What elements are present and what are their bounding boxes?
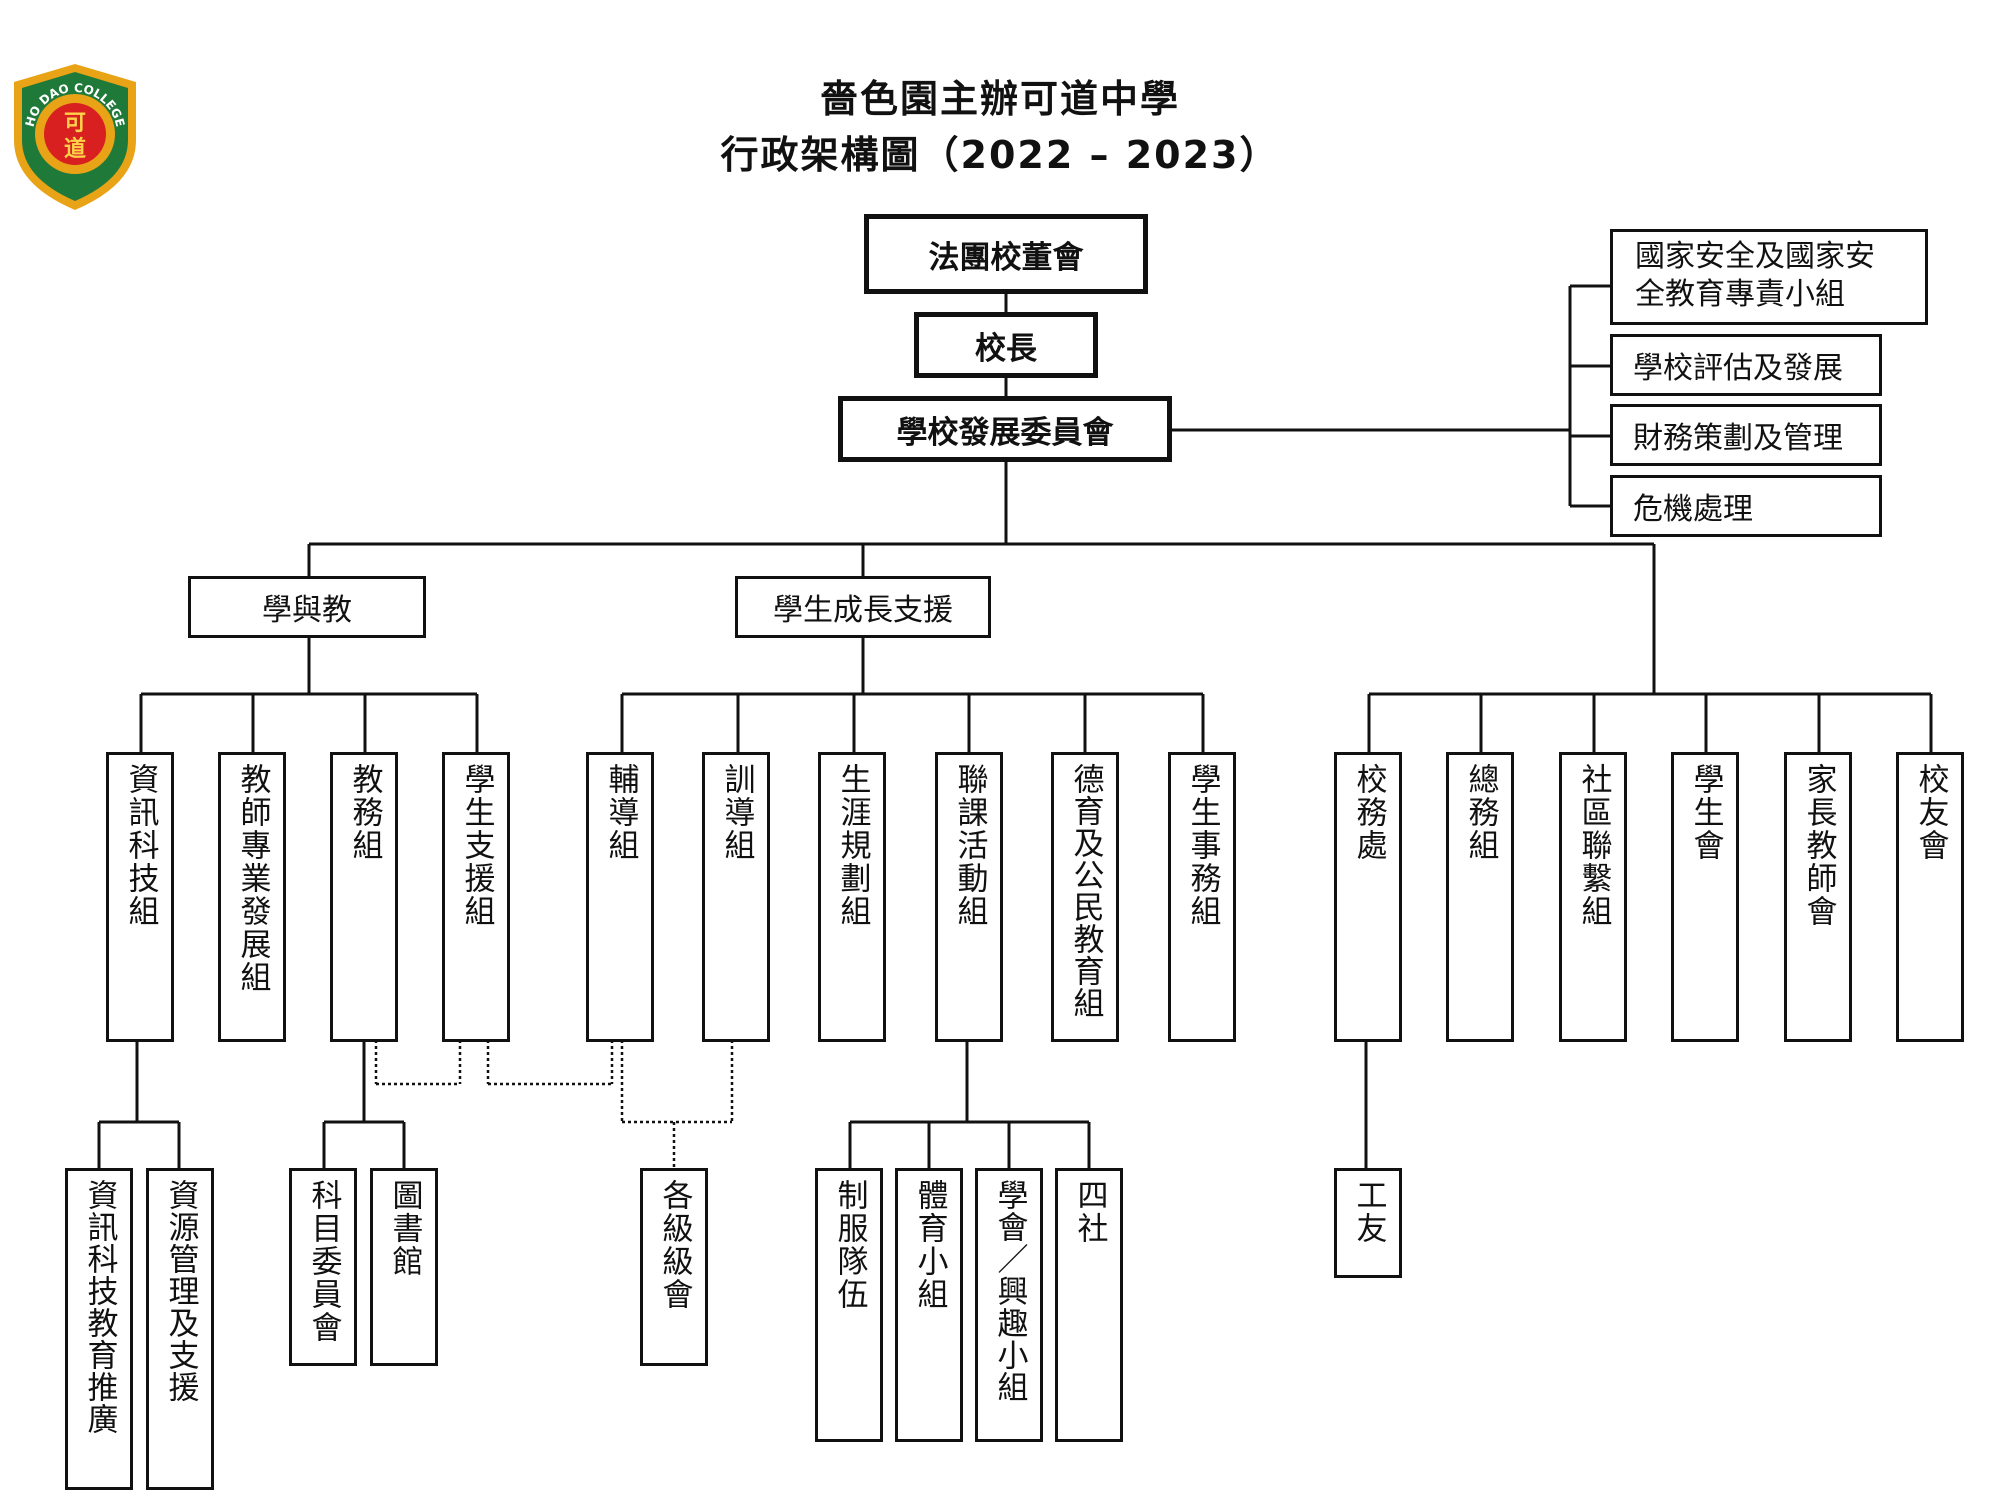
label-sports-team: 體育小組	[911, 1179, 948, 1311]
box-student-support-group: 學生支援組	[442, 752, 510, 1042]
box-four-houses: 四社	[1055, 1168, 1123, 1442]
box-student-growth-support: 學生成長支援	[735, 576, 991, 638]
box-discipline: 訓導組	[702, 752, 770, 1042]
label-uniform-groups: 制服隊伍	[831, 1179, 868, 1311]
label-general-affairs: 總務組	[1462, 763, 1499, 862]
label-library: 圖書館	[386, 1179, 423, 1278]
box-pta: 家長教師會	[1784, 752, 1852, 1042]
box-library: 圖書館	[370, 1168, 438, 1366]
box-sports-team: 體育小組	[895, 1168, 963, 1442]
box-general-affairs: 總務組	[1446, 752, 1514, 1042]
label-discipline: 訓導組	[718, 763, 755, 862]
chart-subtitle: 行政架構圖（2022 – 2023）	[720, 133, 1280, 177]
label-janitor: 工友	[1350, 1179, 1387, 1245]
box-subject-committee: 科目委員會	[289, 1168, 357, 1366]
box-moral-civic-education: 德育及公民教育組	[1051, 752, 1119, 1042]
box-uniform-groups: 制服隊伍	[815, 1168, 883, 1442]
box-learning-teaching: 學與教	[188, 576, 426, 638]
label-career-planning: 生涯規劃組	[834, 763, 871, 928]
box-clubs-interest-groups: 學會／興趣小組	[975, 1168, 1043, 1442]
box-it-education-promotion: 資訊科技教育推廣	[65, 1168, 133, 1490]
box-student-union: 學生會	[1671, 752, 1739, 1042]
label-resource-management: 資源管理及支援	[162, 1179, 199, 1403]
box-teacher-development: 教師專業發展組	[218, 752, 286, 1042]
chart-title: 嗇色園主辦可道中學	[819, 77, 1180, 121]
label-student-support-group: 學生支援組	[458, 763, 495, 928]
box-alumni: 校友會	[1896, 752, 1964, 1042]
label-four-houses: 四社	[1071, 1179, 1108, 1245]
school-crest-logo: 可 道 HO DAO COLLEGE	[14, 64, 136, 210]
box-board: 法團校董會	[864, 214, 1148, 294]
label-alumni: 校友會	[1912, 763, 1949, 862]
box-career-planning: 生涯規劃組	[818, 752, 886, 1042]
box-it-group: 資訊科技組	[106, 752, 174, 1042]
box-form-level-committee: 各級級會	[640, 1168, 708, 1366]
box-student-affairs: 學生事務組	[1168, 752, 1236, 1042]
label-teacher-development: 教師專業發展組	[234, 763, 271, 994]
label-it-group: 資訊科技組	[122, 763, 159, 928]
label-clubs-interest-groups: 學會／興趣小組	[991, 1179, 1028, 1403]
label-school-office: 校務處	[1350, 763, 1387, 862]
label-subject-committee: 科目委員會	[305, 1179, 342, 1344]
label-ecas: 聯課活動組	[951, 763, 988, 928]
label-form-level-committee: 各級級會	[656, 1179, 693, 1311]
box-school-evaluation: 學校評估及發展	[1610, 334, 1882, 396]
box-academic-affairs: 教務組	[330, 752, 398, 1042]
box-development-committee: 學校發展委員會	[838, 396, 1172, 462]
box-janitor: 工友	[1334, 1168, 1402, 1278]
label-moral-civic-education: 德育及公民教育組	[1067, 763, 1104, 1019]
box-ecas: 聯課活動組	[935, 752, 1003, 1042]
label-it-education-promotion: 資訊科技教育推廣	[81, 1179, 118, 1435]
box-finance: 財務策劃及管理	[1610, 404, 1882, 466]
logo-glyph-2: 道	[64, 136, 86, 162]
label-guidance: 輔導組	[602, 763, 639, 862]
label-community-liaison: 社區聯繫組	[1575, 763, 1612, 928]
box-national-security-committee: 國家安全及國家安 全教育專責小組	[1610, 229, 1928, 325]
label-pta: 家長教師會	[1800, 763, 1837, 928]
label-student-union: 學生會	[1687, 763, 1724, 862]
box-guidance: 輔導組	[586, 752, 654, 1042]
box-principal: 校長	[914, 312, 1098, 378]
box-crisis: 危機處理	[1610, 475, 1882, 537]
box-school-office: 校務處	[1334, 752, 1402, 1042]
committee-line-1: 國家安全及國家安	[1635, 239, 1875, 274]
label-student-affairs: 學生事務組	[1184, 763, 1221, 928]
box-resource-management: 資源管理及支援	[146, 1168, 214, 1490]
label-academic-affairs: 教務組	[346, 763, 383, 862]
box-community-liaison: 社區聯繫組	[1559, 752, 1627, 1042]
committee-line-2: 全教育專責小組	[1635, 277, 1845, 312]
logo-glyph-1: 可	[64, 111, 86, 136]
